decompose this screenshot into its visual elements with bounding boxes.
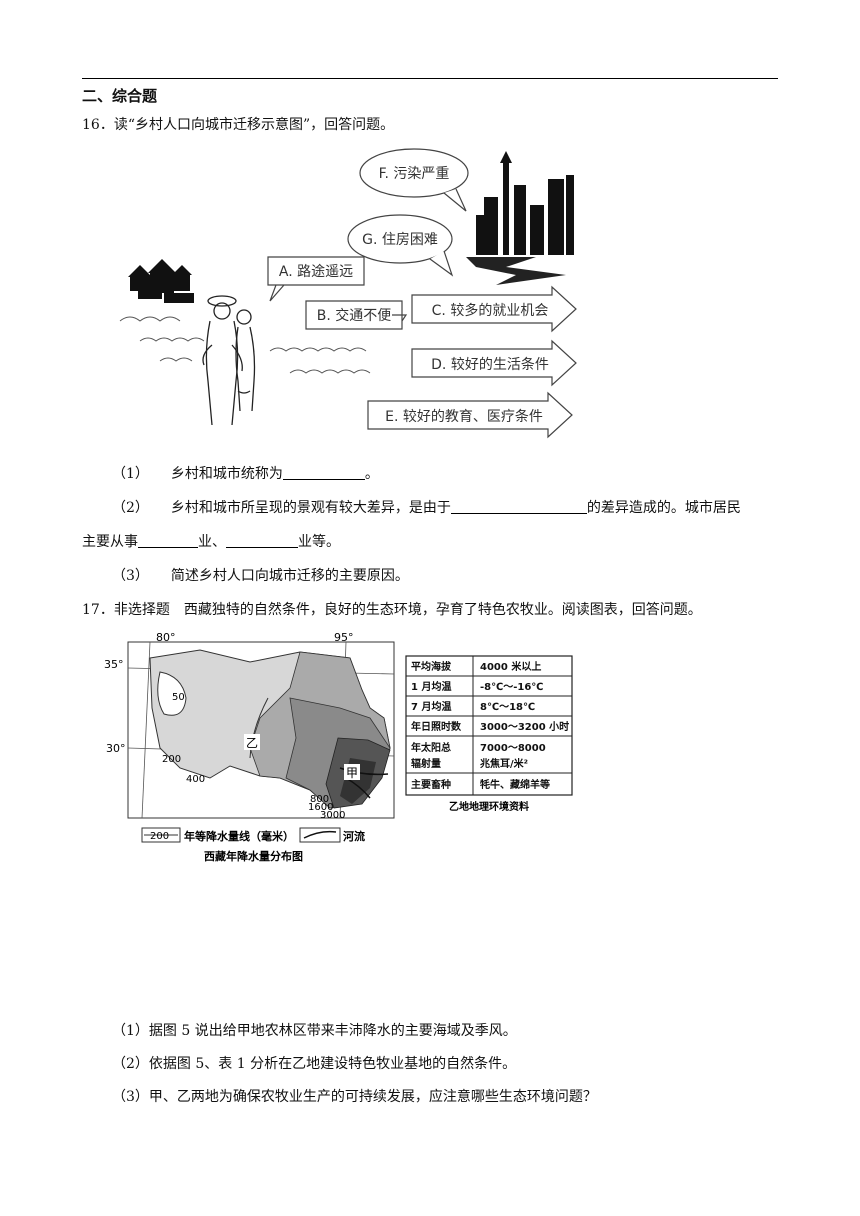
bubble-f-text: F. 污染严重 [379, 166, 450, 182]
isohyet-200: 200 [162, 754, 181, 765]
environment-table: 平均海拔 4000 米以上 1 月均温 -8℃～-16℃ 7 月均温 8℃～18… [405, 655, 573, 813]
isohyet-50: 50 [172, 692, 185, 703]
lon-label-95: 95° [334, 631, 354, 644]
migrant-people-icon [202, 295, 256, 426]
arrow-d-text: D. 较好的生活条件 [431, 356, 549, 373]
arrow-d: D. 较好的生活条件 [411, 339, 577, 387]
label-b: B. 交通不便 [305, 300, 408, 330]
q17-p3: （3）甲、乙两地为确保农牧业生产的可持续发展，应注意哪些生态环境问题？ [112, 1089, 597, 1105]
label-a: A. 路途遥远 [267, 256, 365, 302]
q16-p1: （1）乡村和城市统称为。 [112, 465, 379, 482]
arrow-e: E. 较好的教育、医疗条件 [367, 391, 573, 439]
table-val-altitude: 4000 米以上 [480, 660, 541, 673]
q17-p2: （2）依据图 5、表 1 分析在乙地建设特色牧业基地的自然条件。 [112, 1056, 517, 1072]
table-key-jan: 1 月均温 [411, 680, 451, 693]
answer-blank[interactable] [282, 465, 365, 480]
table-val-jul: 8℃～18℃ [480, 702, 535, 713]
table-key-jul: 7 月均温 [411, 700, 451, 713]
section-divider [82, 78, 778, 79]
legend-river-label: 河流 [343, 829, 365, 843]
label-b-text: B. 交通不便 [317, 307, 392, 324]
map-legend: 200 年等降水量线（毫米） 河流 [141, 827, 365, 843]
section-title: 二、综合题 [82, 87, 158, 105]
table-val-radiation-a: 7000～8000 [480, 743, 546, 754]
table-caption: 乙地地理环境资料 [449, 800, 529, 813]
q17-p1: （1）据图 5 说出给甲地农林区带来丰沛降水的主要海域及季风。 [112, 1023, 517, 1039]
lat-label-30: 30° [106, 742, 126, 755]
isohyet-400: 400 [186, 774, 205, 785]
legend-isohyet-sample: 200 [150, 831, 169, 842]
table-val-jan: -8℃～-16℃ [480, 682, 543, 693]
isohyet-1600: 1600 [308, 802, 333, 813]
cloud-marks-middle [269, 347, 371, 374]
table-key-livestock: 主要畜种 [411, 778, 451, 791]
lat-label-35: 35° [104, 658, 124, 671]
table-key-radiation-a: 年太阳总 [411, 741, 451, 754]
city-skyline-icon [466, 151, 574, 285]
isohyet-800: 800 [310, 794, 329, 805]
place-yi: 乙 [246, 736, 258, 750]
table-key-radiation-b: 辐射量 [411, 757, 441, 770]
migration-diagram: F. 污染严重 G. 住房困难 A. 路途遥远 B. 交通不便 C. 较多的就业… [119, 148, 577, 439]
bubble-f: F. 污染严重 [359, 148, 469, 212]
table-key-sunshine: 年日照时数 [411, 720, 462, 733]
table-val-livestock: 牦牛、藏绵羊等 [480, 778, 550, 791]
lon-label-80: 80° [156, 631, 176, 644]
map-caption: 西藏年降水量分布图 [204, 849, 303, 863]
place-jia: 甲 [346, 766, 358, 780]
isohyet-3000: 3000 [320, 810, 345, 821]
arrow-e-text: E. 较好的教育、医疗条件 [385, 408, 543, 425]
table-key-altitude: 平均海拔 [411, 660, 452, 673]
q16-p2-cont: 主要从事业、业等。 [82, 533, 340, 550]
table-val-radiation-b: 兆焦耳/米² [480, 757, 528, 770]
label-a-text: A. 路途遥远 [279, 263, 353, 280]
arrow-c: C. 较多的就业机会 [411, 285, 577, 333]
answer-blank[interactable] [138, 533, 198, 548]
q16-stem: 16．读“乡村人口向城市迁移示意图”，回答问题。 [82, 117, 395, 133]
q16-p3: （3）简述乡村人口向城市迁移的主要原因。 [112, 568, 409, 584]
tibet-precipitation-map: 80° 95° 35° 30° 50 200 400 800 1600 3000… [104, 631, 395, 863]
answer-blank[interactable] [450, 499, 587, 514]
cloud-marks-left [119, 316, 205, 362]
legend-isohyet-label: 年等降水量线（毫米） [184, 829, 294, 843]
q16-p2: （2）乡村和城市所呈现的景观有较大差异，是由于的差异造成的。城市居民 [112, 499, 741, 516]
village-houses-icon [128, 259, 194, 303]
arrow-c-text: C. 较多的就业机会 [432, 302, 549, 319]
table-val-sunshine: 3000～3200 小时 [480, 720, 569, 733]
q17-stem: 17．非选择题 西藏独特的自然条件，良好的生态环境，孕育了特色农牧业。阅读图表，… [82, 602, 702, 618]
bubble-g-text: G. 住房困难 [362, 232, 438, 248]
answer-blank[interactable] [226, 533, 298, 548]
bubble-g: G. 住房困难 [347, 214, 454, 277]
